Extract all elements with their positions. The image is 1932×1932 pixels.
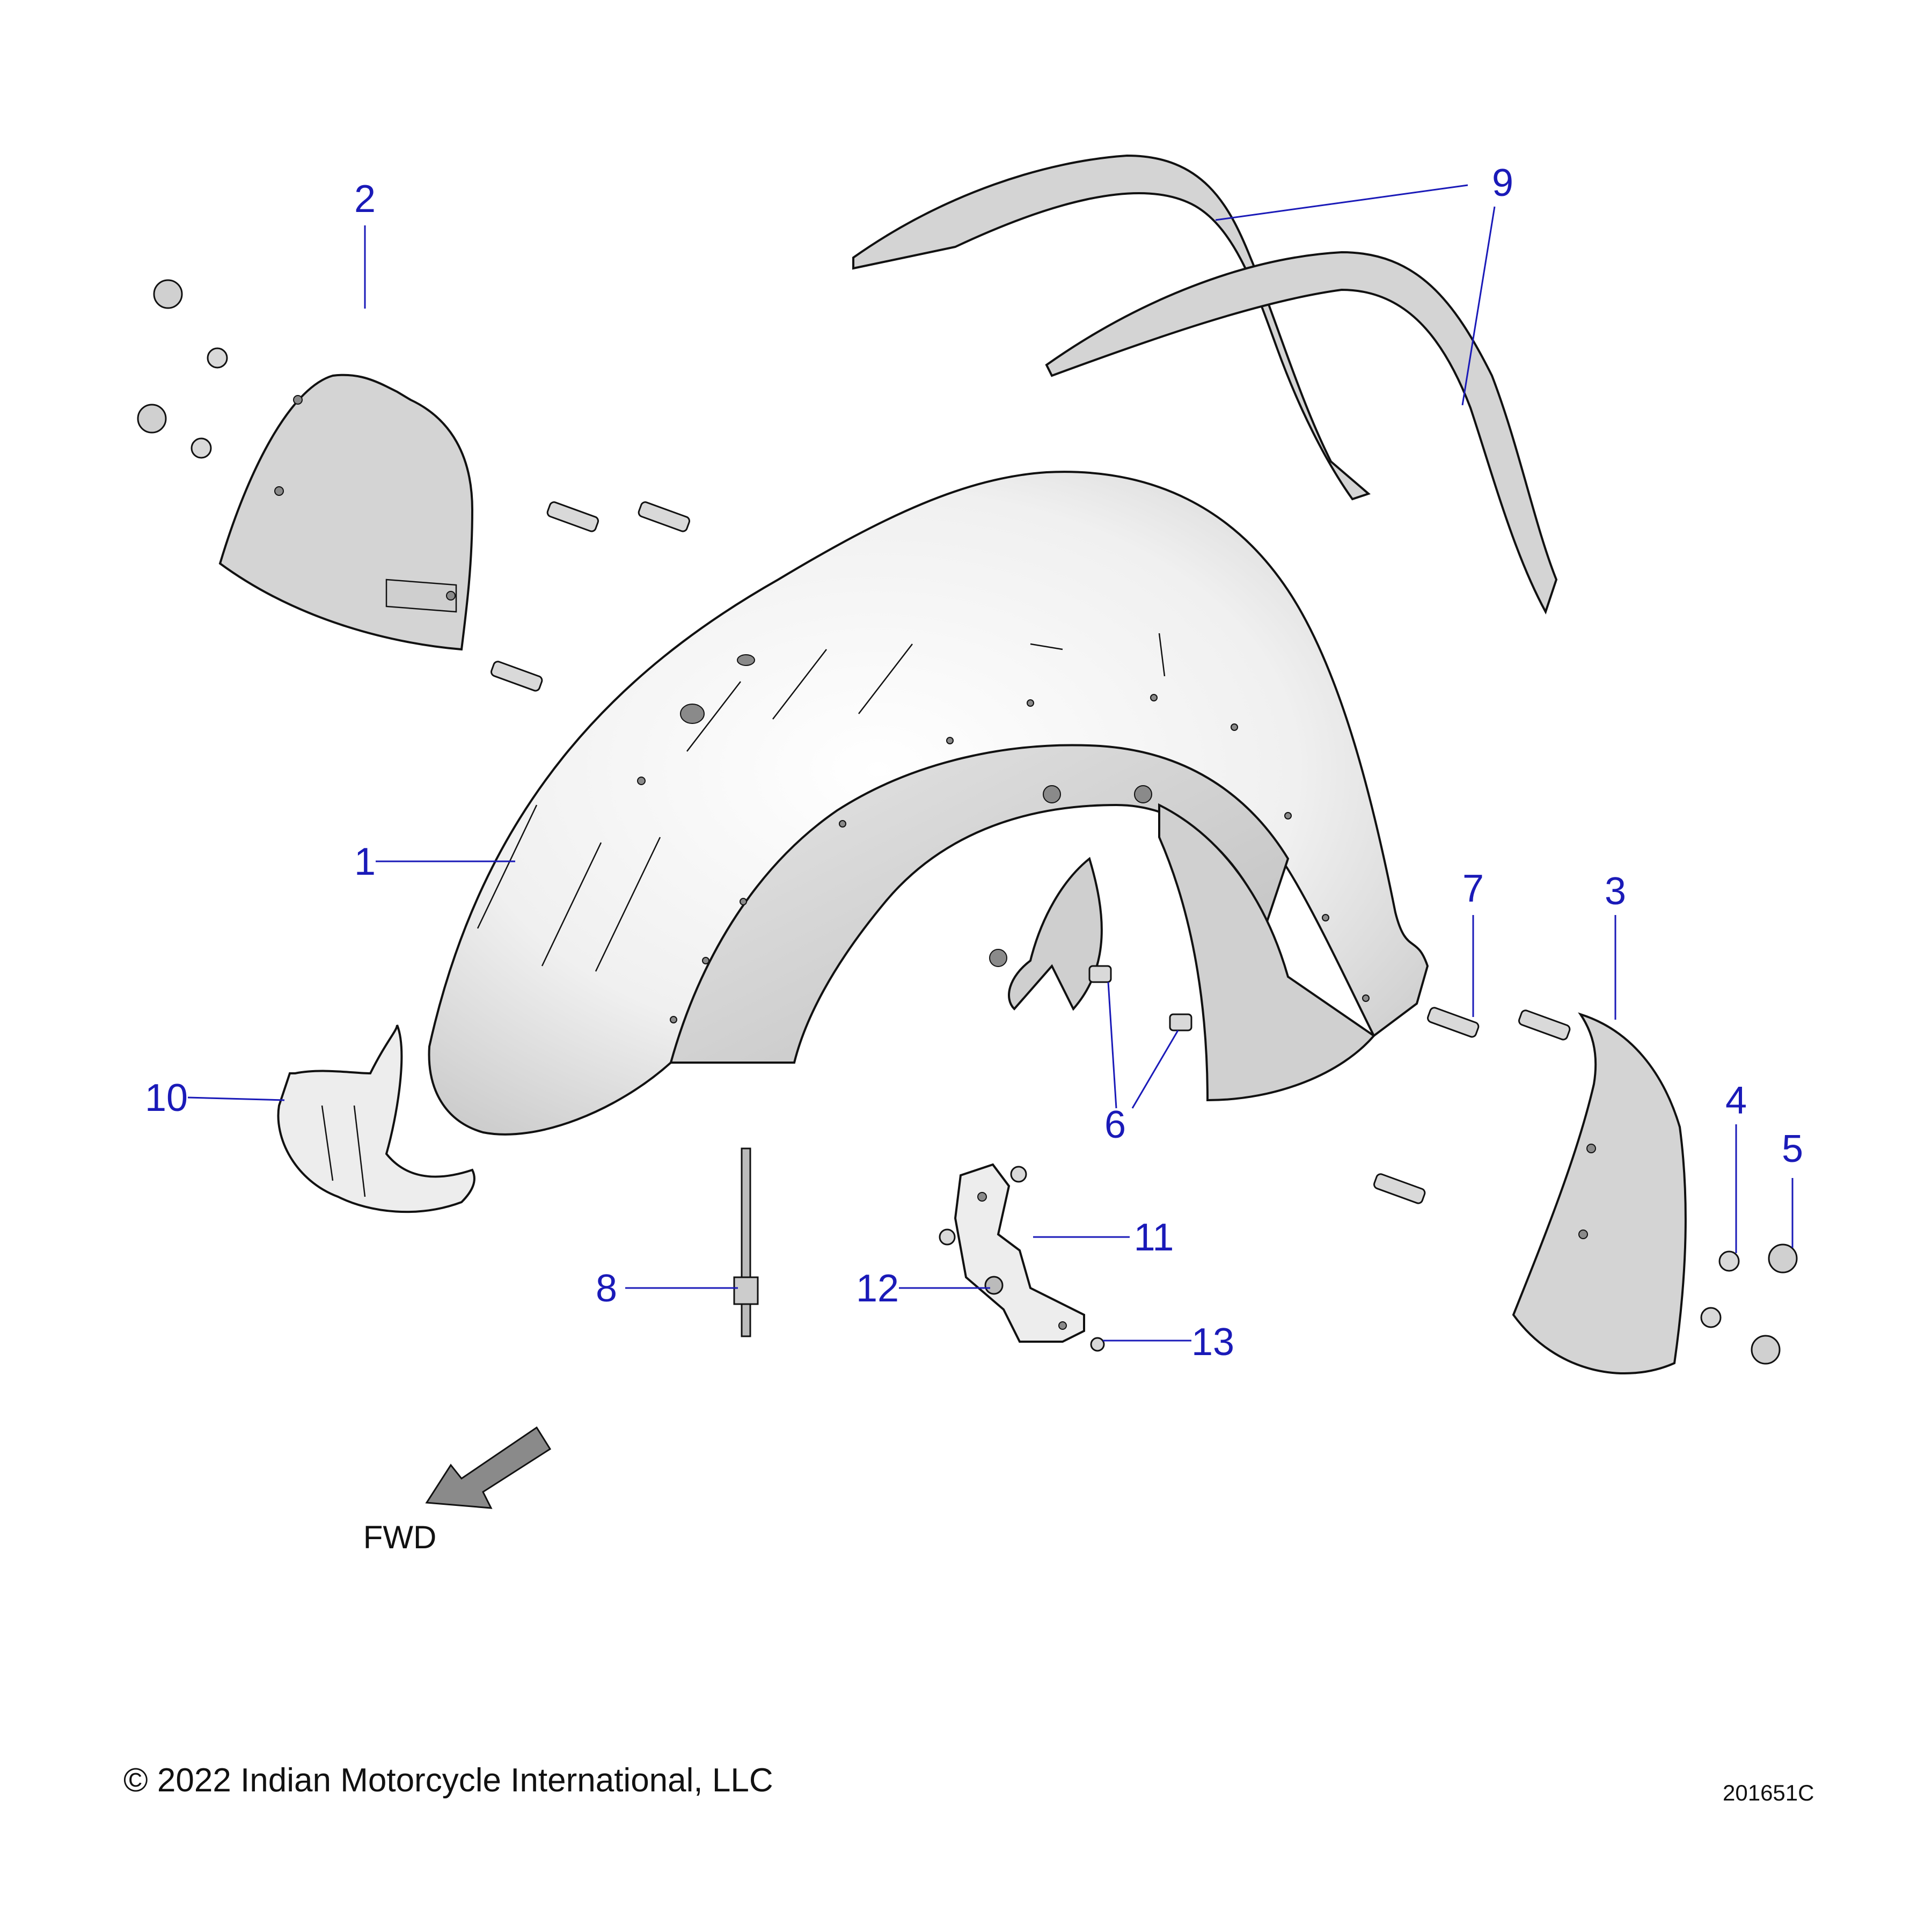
bolt bbox=[1518, 1009, 1571, 1041]
forward-arrow-icon bbox=[425, 1426, 552, 1509]
washer bbox=[207, 347, 228, 369]
nut bbox=[137, 404, 167, 434]
nut bbox=[1751, 1335, 1781, 1365]
nut bbox=[153, 279, 183, 309]
copyright-text: © 2022 Indian Motorcycle International, … bbox=[123, 1762, 773, 1799]
washer bbox=[191, 437, 212, 459]
callouts: 2 1 3 4 5 6 7 8 9 10 11 12 13 bbox=[145, 162, 1803, 1364]
rear-fender bbox=[428, 471, 1429, 1136]
callout-6: 6 bbox=[1104, 1103, 1126, 1146]
cable-strap bbox=[733, 1147, 759, 1337]
callout-12: 12 bbox=[856, 1267, 899, 1310]
mounting-bracket bbox=[954, 1163, 1085, 1343]
callout-11: 11 bbox=[1134, 1216, 1174, 1259]
bolt bbox=[1427, 1007, 1480, 1038]
washer bbox=[1090, 1337, 1105, 1352]
callout-1: 1 bbox=[354, 840, 376, 883]
callout-10: 10 bbox=[145, 1077, 188, 1119]
drawing-number: 201651C bbox=[1723, 1780, 1814, 1805]
callout-13: 13 bbox=[1191, 1321, 1234, 1364]
right-cover-panel bbox=[1512, 1012, 1687, 1374]
callout-3: 3 bbox=[1605, 870, 1626, 913]
leader-lines bbox=[187, 184, 1794, 1342]
direction-label: FWD bbox=[363, 1519, 437, 1555]
bolt bbox=[1169, 1013, 1192, 1031]
callout-9: 9 bbox=[1492, 162, 1513, 204]
bolt bbox=[638, 501, 691, 532]
washer bbox=[1700, 1307, 1722, 1328]
hardware bbox=[137, 279, 1798, 1365]
fender-inner-surface bbox=[669, 744, 1290, 1064]
callout-2: 2 bbox=[354, 178, 376, 221]
fender-rear-tab bbox=[1158, 803, 1375, 1102]
fender-inner-channel bbox=[1008, 857, 1103, 1011]
washer bbox=[1010, 1166, 1027, 1183]
fender-tip-ornament bbox=[277, 1024, 475, 1213]
trim-strips bbox=[852, 154, 1558, 614]
nut bbox=[984, 1276, 1004, 1295]
washer bbox=[939, 1228, 956, 1246]
bolt bbox=[546, 501, 599, 532]
callout-5: 5 bbox=[1782, 1128, 1803, 1170]
callout-7: 7 bbox=[1462, 867, 1484, 910]
left-cover-panel bbox=[218, 374, 474, 651]
callout-4: 4 bbox=[1725, 1079, 1747, 1122]
bolt bbox=[1373, 1173, 1426, 1204]
washer bbox=[1718, 1250, 1740, 1272]
callout-8: 8 bbox=[596, 1267, 617, 1310]
nut bbox=[1768, 1243, 1798, 1274]
bolt bbox=[491, 661, 543, 692]
bolt bbox=[1088, 965, 1112, 983]
